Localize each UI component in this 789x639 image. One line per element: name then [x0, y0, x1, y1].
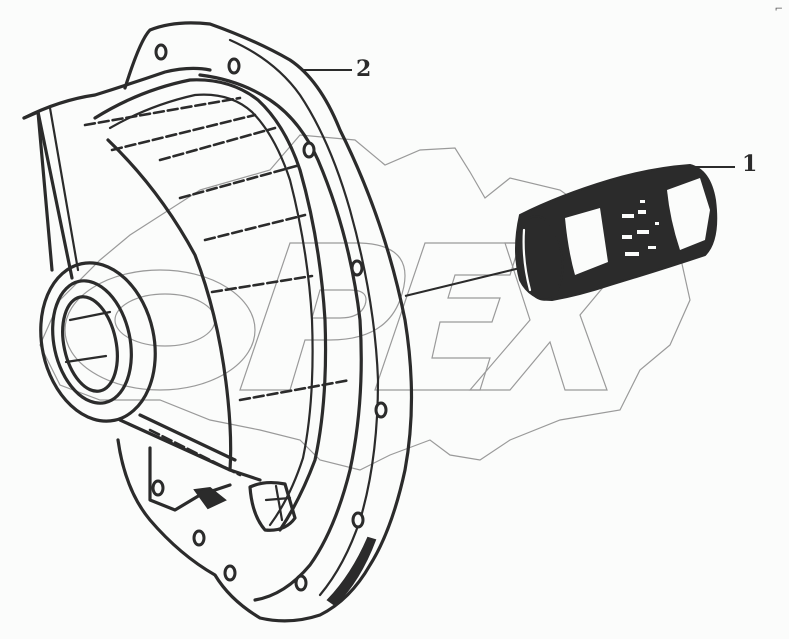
- bolt-hole: [350, 259, 364, 277]
- shell-segment-line-6: [210, 274, 314, 294]
- housing-bowl-rim-inner: [108, 93, 314, 527]
- bushing-end-rim-highlight: [522, 228, 532, 292]
- housing-flange-edge: [228, 38, 380, 597]
- shell-segment-line-3: [158, 126, 277, 162]
- bushing-window-right: [667, 178, 710, 250]
- watermark-gear-outline: [39, 134, 691, 471]
- leader-line-bushing-to-housing: [404, 267, 521, 297]
- drain-plug-body: [248, 480, 297, 532]
- bushing-part-1: [515, 163, 718, 302]
- flange-shadow: [326, 536, 377, 607]
- boss-outer-ring: [39, 261, 157, 423]
- bushing-needle-texture: [622, 200, 659, 256]
- bolt-hole: [351, 511, 365, 529]
- housing-left-rib-inner: [48, 106, 80, 272]
- housing-flange-outer: [116, 21, 414, 623]
- callout-part-1: 1: [742, 151, 758, 177]
- shell-segment-line-5: [203, 213, 307, 242]
- housing-left-rib-mid: [36, 110, 54, 272]
- bolt-hole: [294, 574, 308, 592]
- housing-part-2: [22, 21, 414, 623]
- housing-shell-curve: [106, 138, 233, 472]
- boss-bore: [61, 295, 119, 393]
- bolt-hole: [154, 43, 168, 61]
- housing-bowl-rim: [93, 78, 328, 532]
- boss-inner-ring: [51, 279, 133, 405]
- drain-plug-detail: [264, 484, 292, 522]
- boss-bore-detail: [64, 310, 112, 364]
- shell-segment-line-7: [238, 378, 352, 402]
- shell-segment-line-2: [110, 113, 257, 152]
- housing-top-edge: [22, 66, 212, 120]
- lower-rib-arm-3: [148, 428, 242, 477]
- bolt-hole: [374, 401, 388, 419]
- callout-part-2: 2: [356, 56, 372, 82]
- bushing-body: [515, 163, 718, 302]
- bolt-hole: [223, 564, 237, 582]
- bolt-hole: [192, 529, 206, 547]
- bolt-hole: [302, 141, 316, 159]
- corner-mark: ⌐: [774, 4, 783, 15]
- bushing-window-left: [565, 208, 608, 275]
- shell-segment-line-1: [83, 96, 242, 127]
- lower-rib-arm-2: [138, 413, 237, 462]
- bolt-hole: [151, 479, 165, 497]
- watermark-letter-o-outer: [64, 269, 256, 391]
- housing-flange-inner-rim: [198, 73, 363, 602]
- bolt-hole: [227, 57, 241, 75]
- bushing-end-face: [516, 215, 564, 301]
- lower-pocket-shadow: [193, 486, 227, 510]
- shell-segment-line-4: [178, 163, 302, 200]
